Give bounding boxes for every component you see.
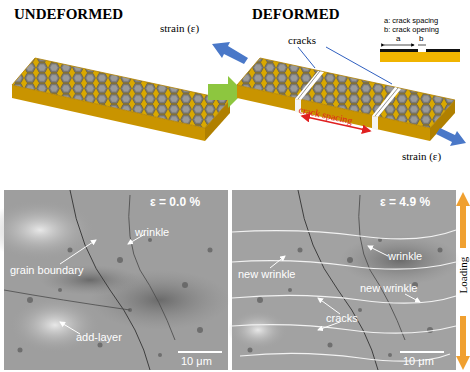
inset-letter: a	[396, 35, 400, 44]
strain-label: strain (ε)	[402, 150, 441, 162]
strain-value: ε = 4.9 %	[380, 196, 430, 209]
inset-letter: b	[419, 35, 423, 44]
crack-label: cracks	[288, 34, 316, 46]
inset-key: b: crack opening	[384, 26, 439, 34]
panel-heading: DEFORMED	[252, 6, 340, 23]
strain-value: ε = 0.0 %	[150, 196, 200, 209]
micrograph-label: grain boundary	[10, 264, 83, 276]
micrograph-label: cracks	[326, 312, 358, 324]
scale-label: 10 μm	[181, 355, 212, 367]
loading-label: Loading	[457, 257, 469, 294]
micrograph-label: new wrinkle	[360, 282, 417, 294]
micrograph-label: wrinkle	[388, 250, 422, 262]
scale-label: 10 μm	[403, 355, 434, 367]
micrograph-label: new wrinkle	[238, 268, 295, 280]
strain-label: strain (ε)	[160, 22, 199, 34]
panel-heading: UNDEFORMED	[14, 6, 123, 23]
micrograph-label: add-layer	[76, 331, 122, 343]
micrograph-label: wrinkle	[135, 226, 169, 238]
inset-key: a: crack spacing	[384, 17, 438, 25]
